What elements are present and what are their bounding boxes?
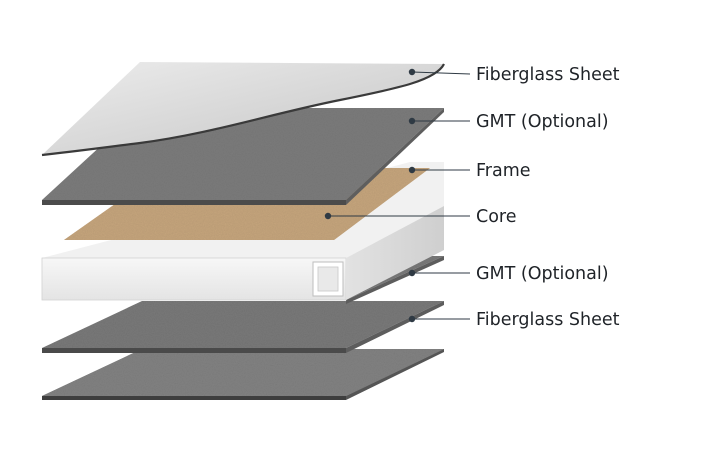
leader-line-fiberglass-top [411,71,471,75]
label-fiberglass-bottom: Fiberglass Sheet [476,310,620,330]
fiberglass-sheet-bottom-layer [42,349,444,400]
callout-fiberglass-bottom: Fiberglass Sheet [408,310,620,330]
callout-gmt-top: GMT (Optional) [408,112,609,132]
label-fiberglass-top: Fiberglass Sheet [476,65,620,85]
label-gmt-top: GMT (Optional) [476,112,609,132]
callout-fiberglass-top: Fiberglass Sheet [408,65,620,85]
fiberglass-sheet-top-layer [41,62,445,157]
label-core: Core [476,207,517,227]
gmt-bottom-layer [42,301,444,353]
label-gmt-bottom: GMT (Optional) [476,264,609,284]
label-frame: Frame [476,161,531,181]
callout-gmt-bottom: GMT (Optional) [408,264,609,284]
callout-core: Core [324,207,517,227]
callout-frame: Frame [408,161,531,181]
